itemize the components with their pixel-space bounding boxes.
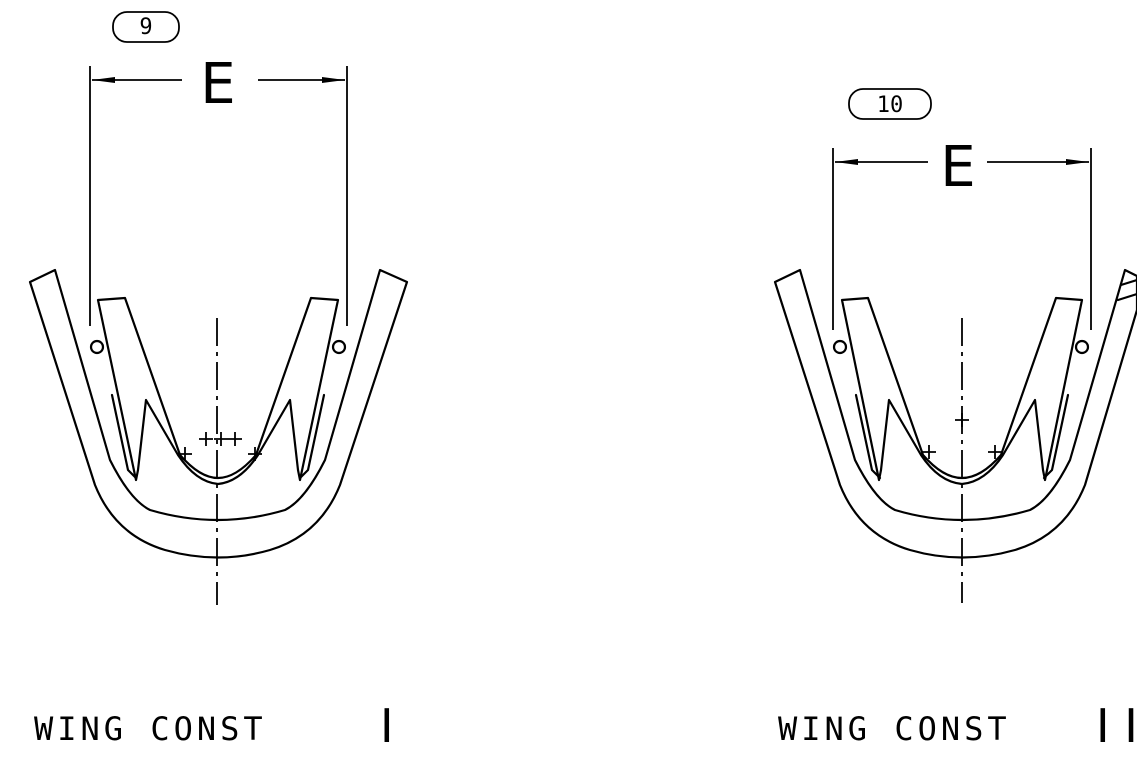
item-balloon-10: 10 [848,88,932,120]
caption-2-text: WING CONST [778,710,1011,748]
wing-profile-2 [773,268,1137,559]
wing-profile-1 [28,268,409,559]
dimension-e-2-label: E [940,135,975,200]
item-balloon-10-label: 10 [877,93,904,118]
caption-2-roman: I I [1096,699,1137,753]
caption-2: WING CONST I I [778,699,1137,753]
hole-2-right [1074,339,1090,355]
view-wing-const-1: 9 E [28,11,409,753]
dimension-e-1: E [89,52,348,326]
item-balloon-9: 9 [112,11,180,43]
hole-1-right [331,339,347,355]
caption-1-roman: I [380,699,394,753]
caption-1-text: WING CONST [34,710,267,748]
dimension-e-2: E [832,135,1092,330]
hole-1-left [89,339,105,355]
hole-2-left [832,339,848,355]
view-wing-const-2: 10 E WING CONST I [773,88,1137,753]
item-balloon-9-label: 9 [139,15,152,40]
dimension-e-1-label: E [200,52,235,117]
caption-1: WING CONST I [34,699,394,753]
